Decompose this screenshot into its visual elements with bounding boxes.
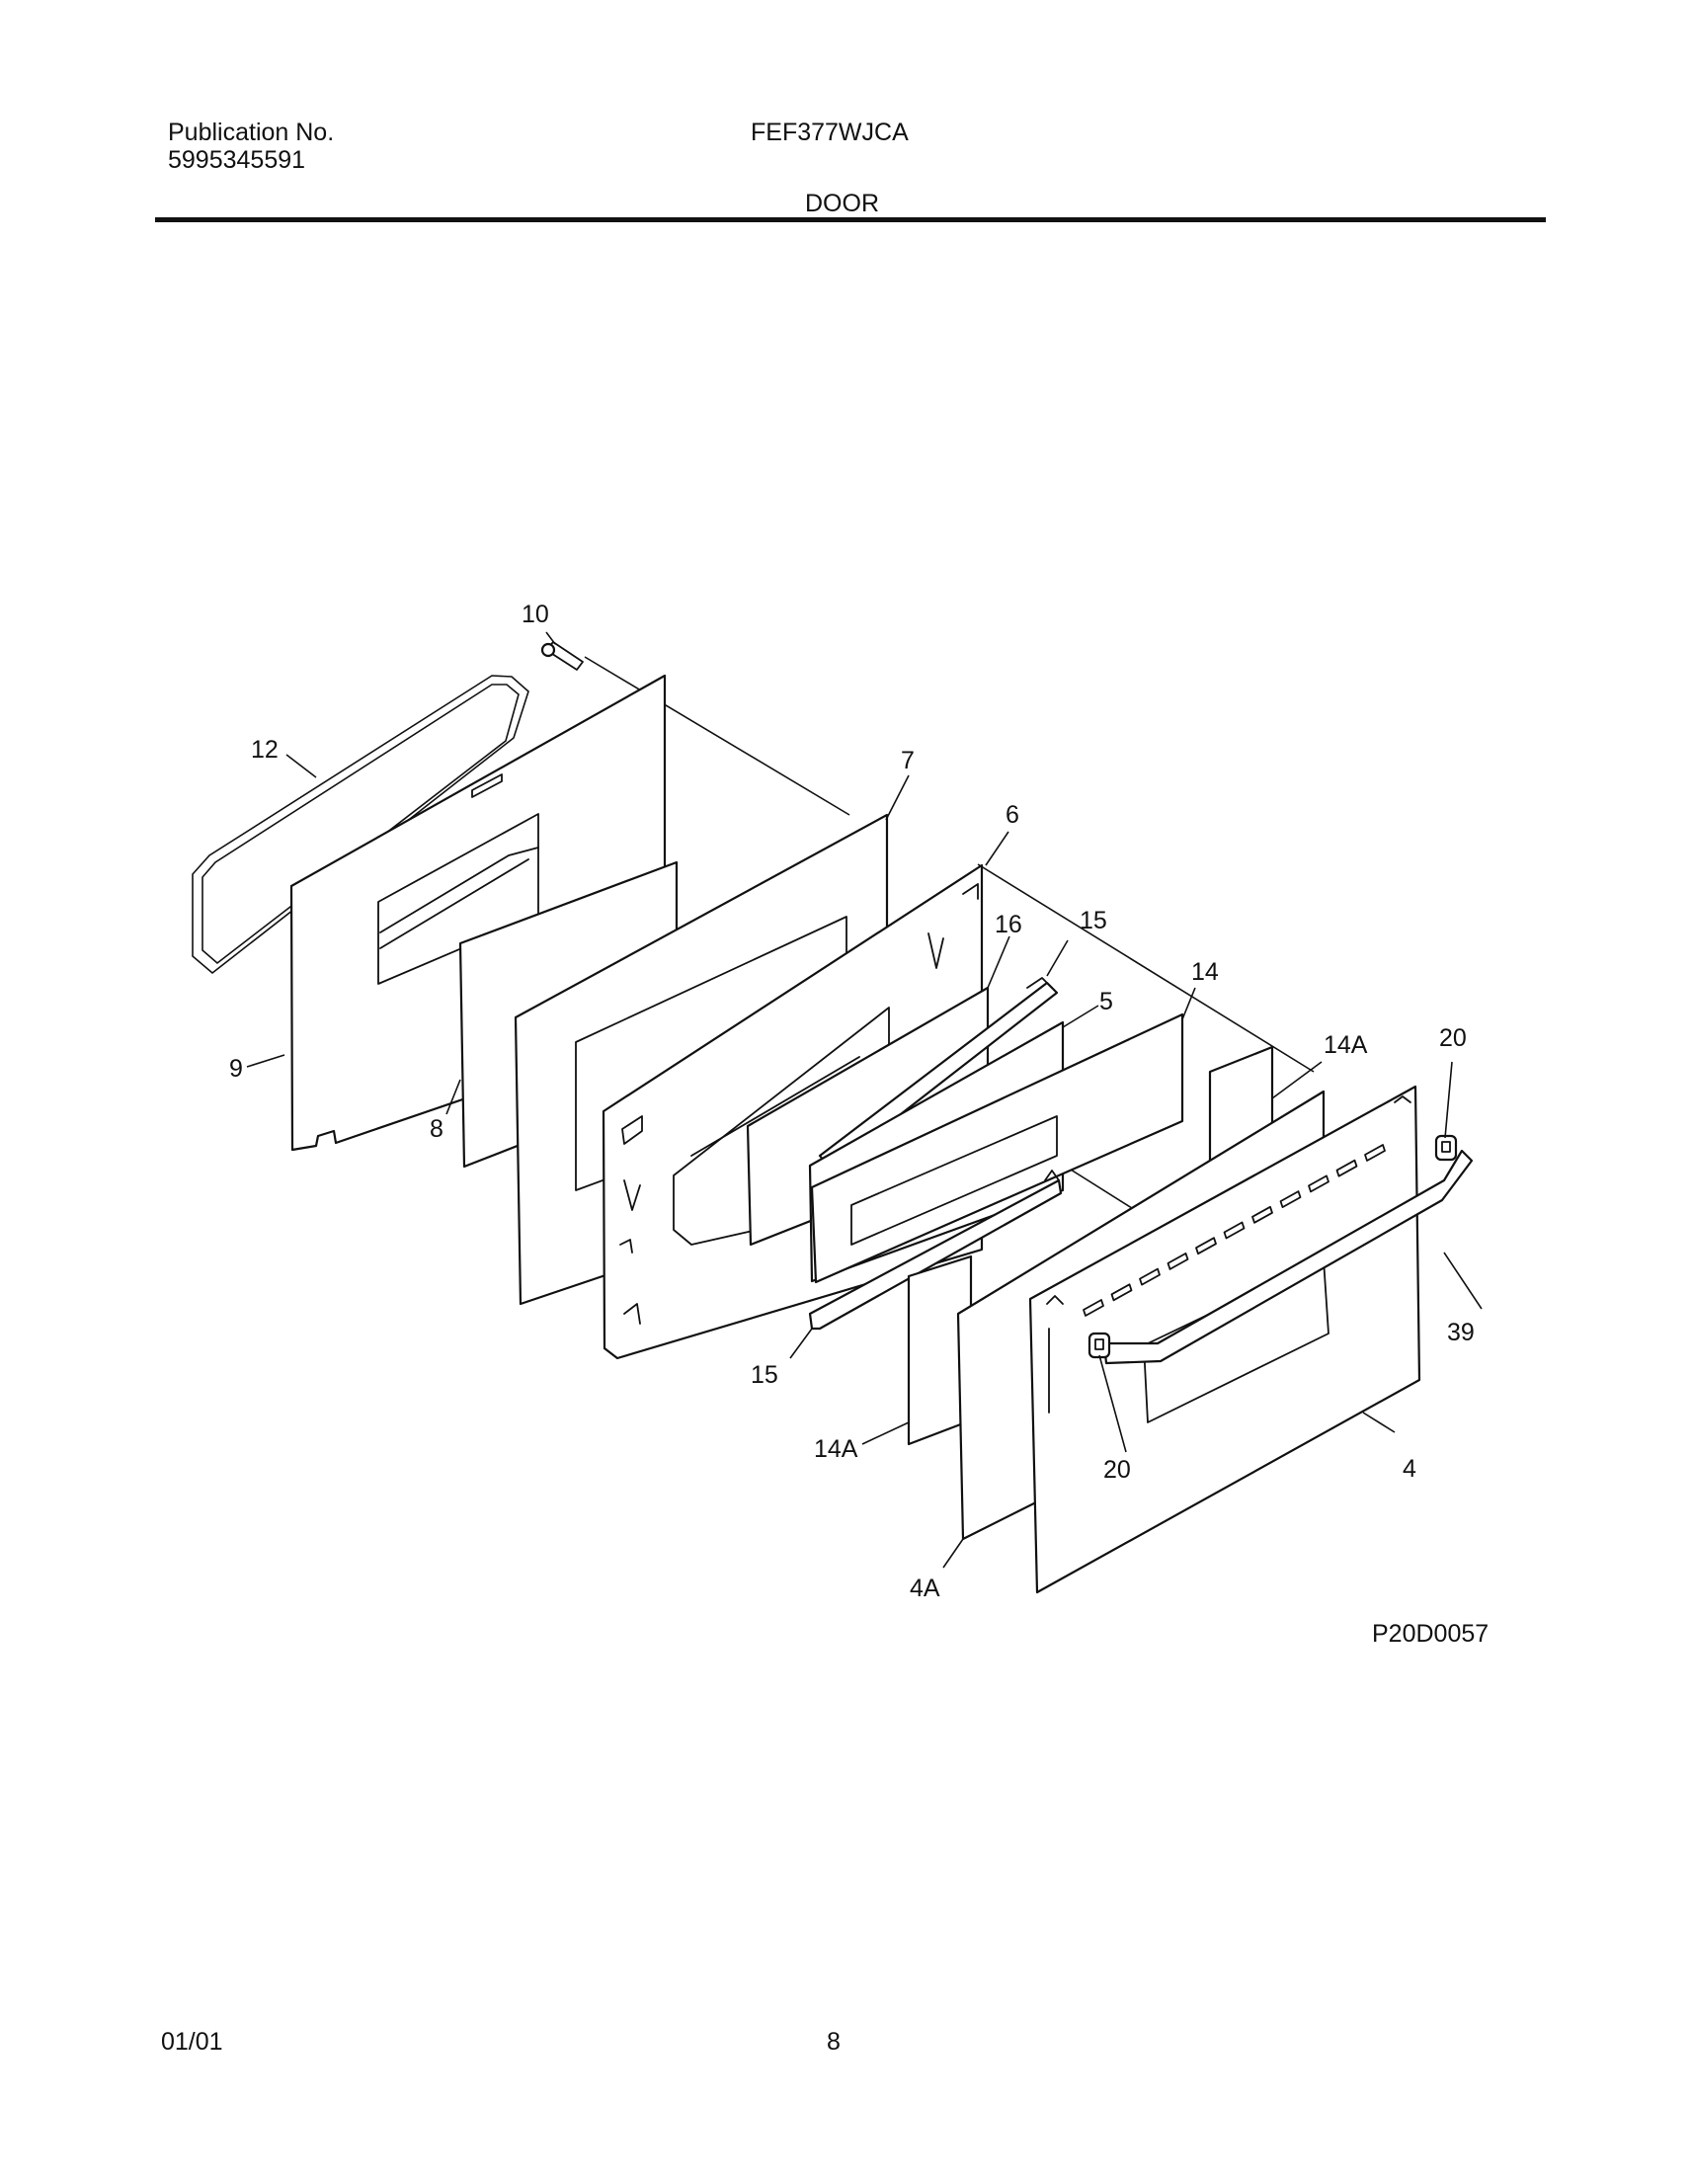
vent-slot bbox=[1364, 1144, 1386, 1162]
callout-20-left: 20 bbox=[1103, 1456, 1131, 1484]
footer-date: 01/01 bbox=[161, 2028, 223, 2056]
callout-16: 16 bbox=[995, 911, 1022, 938]
callout-6: 6 bbox=[1006, 801, 1019, 829]
callout-20-right: 20 bbox=[1439, 1024, 1467, 1052]
handle-end-cap-right bbox=[1434, 1134, 1458, 1162]
vent-slot bbox=[1335, 1159, 1358, 1177]
callout-7: 7 bbox=[901, 747, 915, 774]
callout-4: 4 bbox=[1403, 1455, 1416, 1483]
vent-slot bbox=[1308, 1174, 1329, 1193]
page-number: 8 bbox=[827, 2028, 841, 2056]
vent-slot bbox=[1139, 1267, 1161, 1286]
callout-5: 5 bbox=[1099, 988, 1113, 1015]
door-logo-marks bbox=[1046, 1095, 1411, 1414]
vent-slot bbox=[1223, 1221, 1246, 1240]
callout-15-bottom: 15 bbox=[751, 1361, 778, 1389]
callout-10: 10 bbox=[522, 601, 549, 628]
section-title: DOOR bbox=[805, 190, 879, 217]
hinge-channel-bottom bbox=[808, 1178, 1063, 1331]
screw bbox=[540, 641, 584, 671]
publication-number: 5995345591 bbox=[168, 146, 306, 174]
vent-slot bbox=[1083, 1299, 1104, 1317]
callout-12: 12 bbox=[251, 736, 279, 764]
model-number: FEF377WJCA bbox=[751, 119, 909, 146]
door-vent-slots bbox=[1083, 1144, 1386, 1317]
header-rule bbox=[155, 217, 1546, 222]
door-handle bbox=[1102, 1149, 1474, 1365]
callout-15-top: 15 bbox=[1080, 907, 1107, 934]
handle-end-cap-left bbox=[1087, 1332, 1111, 1359]
callout-labels: 10 12 9 8 7 6 16 15 14 5 14A 20 39 15 14… bbox=[229, 601, 1489, 1648]
vent-slot bbox=[1251, 1205, 1273, 1224]
callout-14A-top: 14A bbox=[1324, 1031, 1368, 1059]
callout-9: 9 bbox=[229, 1055, 243, 1083]
callout-14A-bottom: 14A bbox=[814, 1435, 858, 1463]
vent-slot bbox=[1110, 1283, 1133, 1302]
callout-39: 39 bbox=[1447, 1319, 1475, 1346]
callout-4A: 4A bbox=[910, 1575, 940, 1602]
publication-label: Publication No. bbox=[168, 119, 335, 146]
vent-slot bbox=[1279, 1190, 1302, 1208]
vent-slot bbox=[1167, 1253, 1189, 1270]
callout-leaders bbox=[246, 631, 1483, 1569]
vent-slot bbox=[1195, 1237, 1217, 1255]
callout-8: 8 bbox=[430, 1115, 443, 1143]
inner-glass bbox=[810, 1012, 1184, 1284]
drawing-code: P20D0057 bbox=[1372, 1620, 1489, 1648]
callout-14: 14 bbox=[1191, 958, 1219, 986]
